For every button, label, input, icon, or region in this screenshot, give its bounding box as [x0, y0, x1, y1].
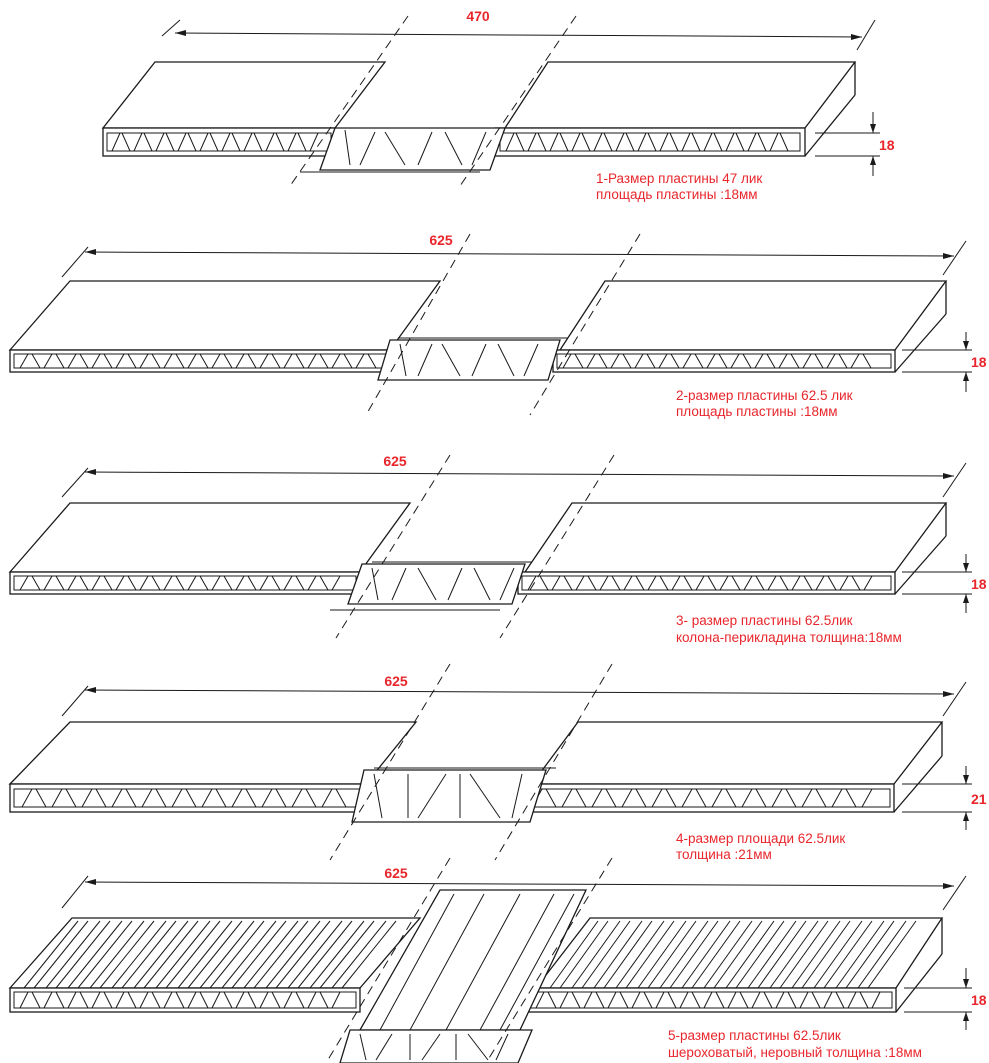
- thickness-label: 21: [971, 791, 987, 807]
- length-label: 470: [466, 8, 490, 24]
- cross-section-right: [494, 127, 806, 157]
- cross-section-left: [9, 783, 367, 813]
- caption-line-2: колона-перикладина толщина:18мм: [676, 630, 902, 645]
- cross-section-left: [102, 127, 336, 157]
- caption-line-2: площадь пластины :18мм: [596, 187, 758, 202]
- top-face-right: [523, 502, 948, 573]
- cut-line: [499, 454, 615, 639]
- caption-line-1: 5-размер пластины 62.5лик: [668, 1028, 841, 1043]
- top-face-left: [8, 721, 418, 785]
- top-face-left: [8, 502, 412, 573]
- cross-section-right: [517, 571, 896, 595]
- cross-section-left: [9, 571, 361, 595]
- joint-profile-2: [377, 337, 568, 381]
- top-face-right: [558, 280, 948, 351]
- length-dimension-5: 625: [61, 865, 967, 911]
- top-face-right: [530, 721, 944, 785]
- length-label: 625: [429, 232, 453, 248]
- cut-line: [365, 233, 471, 416]
- cut-line: [325, 857, 451, 1063]
- joint-profile-3: [330, 561, 532, 611]
- length-dimension-3: 625: [61, 453, 967, 498]
- cross-section-right: [552, 349, 896, 373]
- thickness-dimension-4: 21: [902, 766, 987, 830]
- thickness-dimension-3: 18: [902, 554, 987, 613]
- thickness-dimension-1: 18: [815, 112, 895, 176]
- length-label: 625: [384, 673, 408, 689]
- cross-section-right: [525, 987, 897, 1013]
- panel-5: 625: [8, 857, 987, 1063]
- cut-line: [485, 857, 613, 1063]
- thickness-label: 18: [971, 354, 987, 370]
- length-label: 625: [384, 865, 408, 881]
- thickness-label: 18: [971, 576, 987, 592]
- caption-line-1: 1-Размер пластины 47 лик: [596, 171, 762, 186]
- panel-1: 470: [101, 8, 895, 202]
- top-face-left: [8, 280, 442, 351]
- caption-line-2: площадь пластины :18мм: [676, 404, 838, 419]
- joint-profile-4: [351, 767, 556, 823]
- cut-line: [329, 663, 451, 861]
- top-face-left: [101, 61, 387, 129]
- caption-line-2: шероховатый, неровный толщина :18мм: [668, 1045, 922, 1060]
- joint-profile-5: [339, 889, 588, 1063]
- cut-line: [494, 663, 613, 861]
- caption-line-2: толщина :21мм: [676, 847, 772, 862]
- ribs-right: [549, 920, 917, 989]
- length-dimension-1: 470: [161, 8, 876, 51]
- cut-line: [529, 233, 641, 416]
- cross-section-left: [9, 987, 361, 1013]
- thickness-dimension-2: 18: [902, 332, 987, 392]
- cut-line: [289, 15, 409, 187]
- thickness-label: 18: [879, 137, 895, 153]
- panel-4: 625 21 4-р: [8, 663, 987, 862]
- length-dimension-2: 625: [61, 232, 967, 278]
- top-face-right: [503, 61, 857, 129]
- joint-profile-1: [300, 127, 506, 173]
- caption-line-1: 4-размер площади 62.5лик: [676, 831, 845, 846]
- cut-line: [459, 15, 577, 187]
- panel-2: 625 18 2-р: [8, 232, 987, 419]
- ribs-left: [23, 920, 397, 989]
- thickness-dimension-5: 18: [904, 968, 987, 1030]
- caption-line-1: 2-размер пластины 62.5 лик: [676, 388, 853, 403]
- thickness-label: 18: [971, 992, 987, 1008]
- caption-line-1: 3- размер пластины 62.5лик: [676, 613, 853, 628]
- length-dimension-4: 625: [61, 673, 967, 717]
- cross-section-right: [519, 783, 895, 813]
- cross-section-left: [9, 349, 391, 373]
- panel-3: 625 18: [8, 453, 987, 645]
- length-label: 625: [383, 453, 407, 469]
- cut-line: [335, 454, 451, 639]
